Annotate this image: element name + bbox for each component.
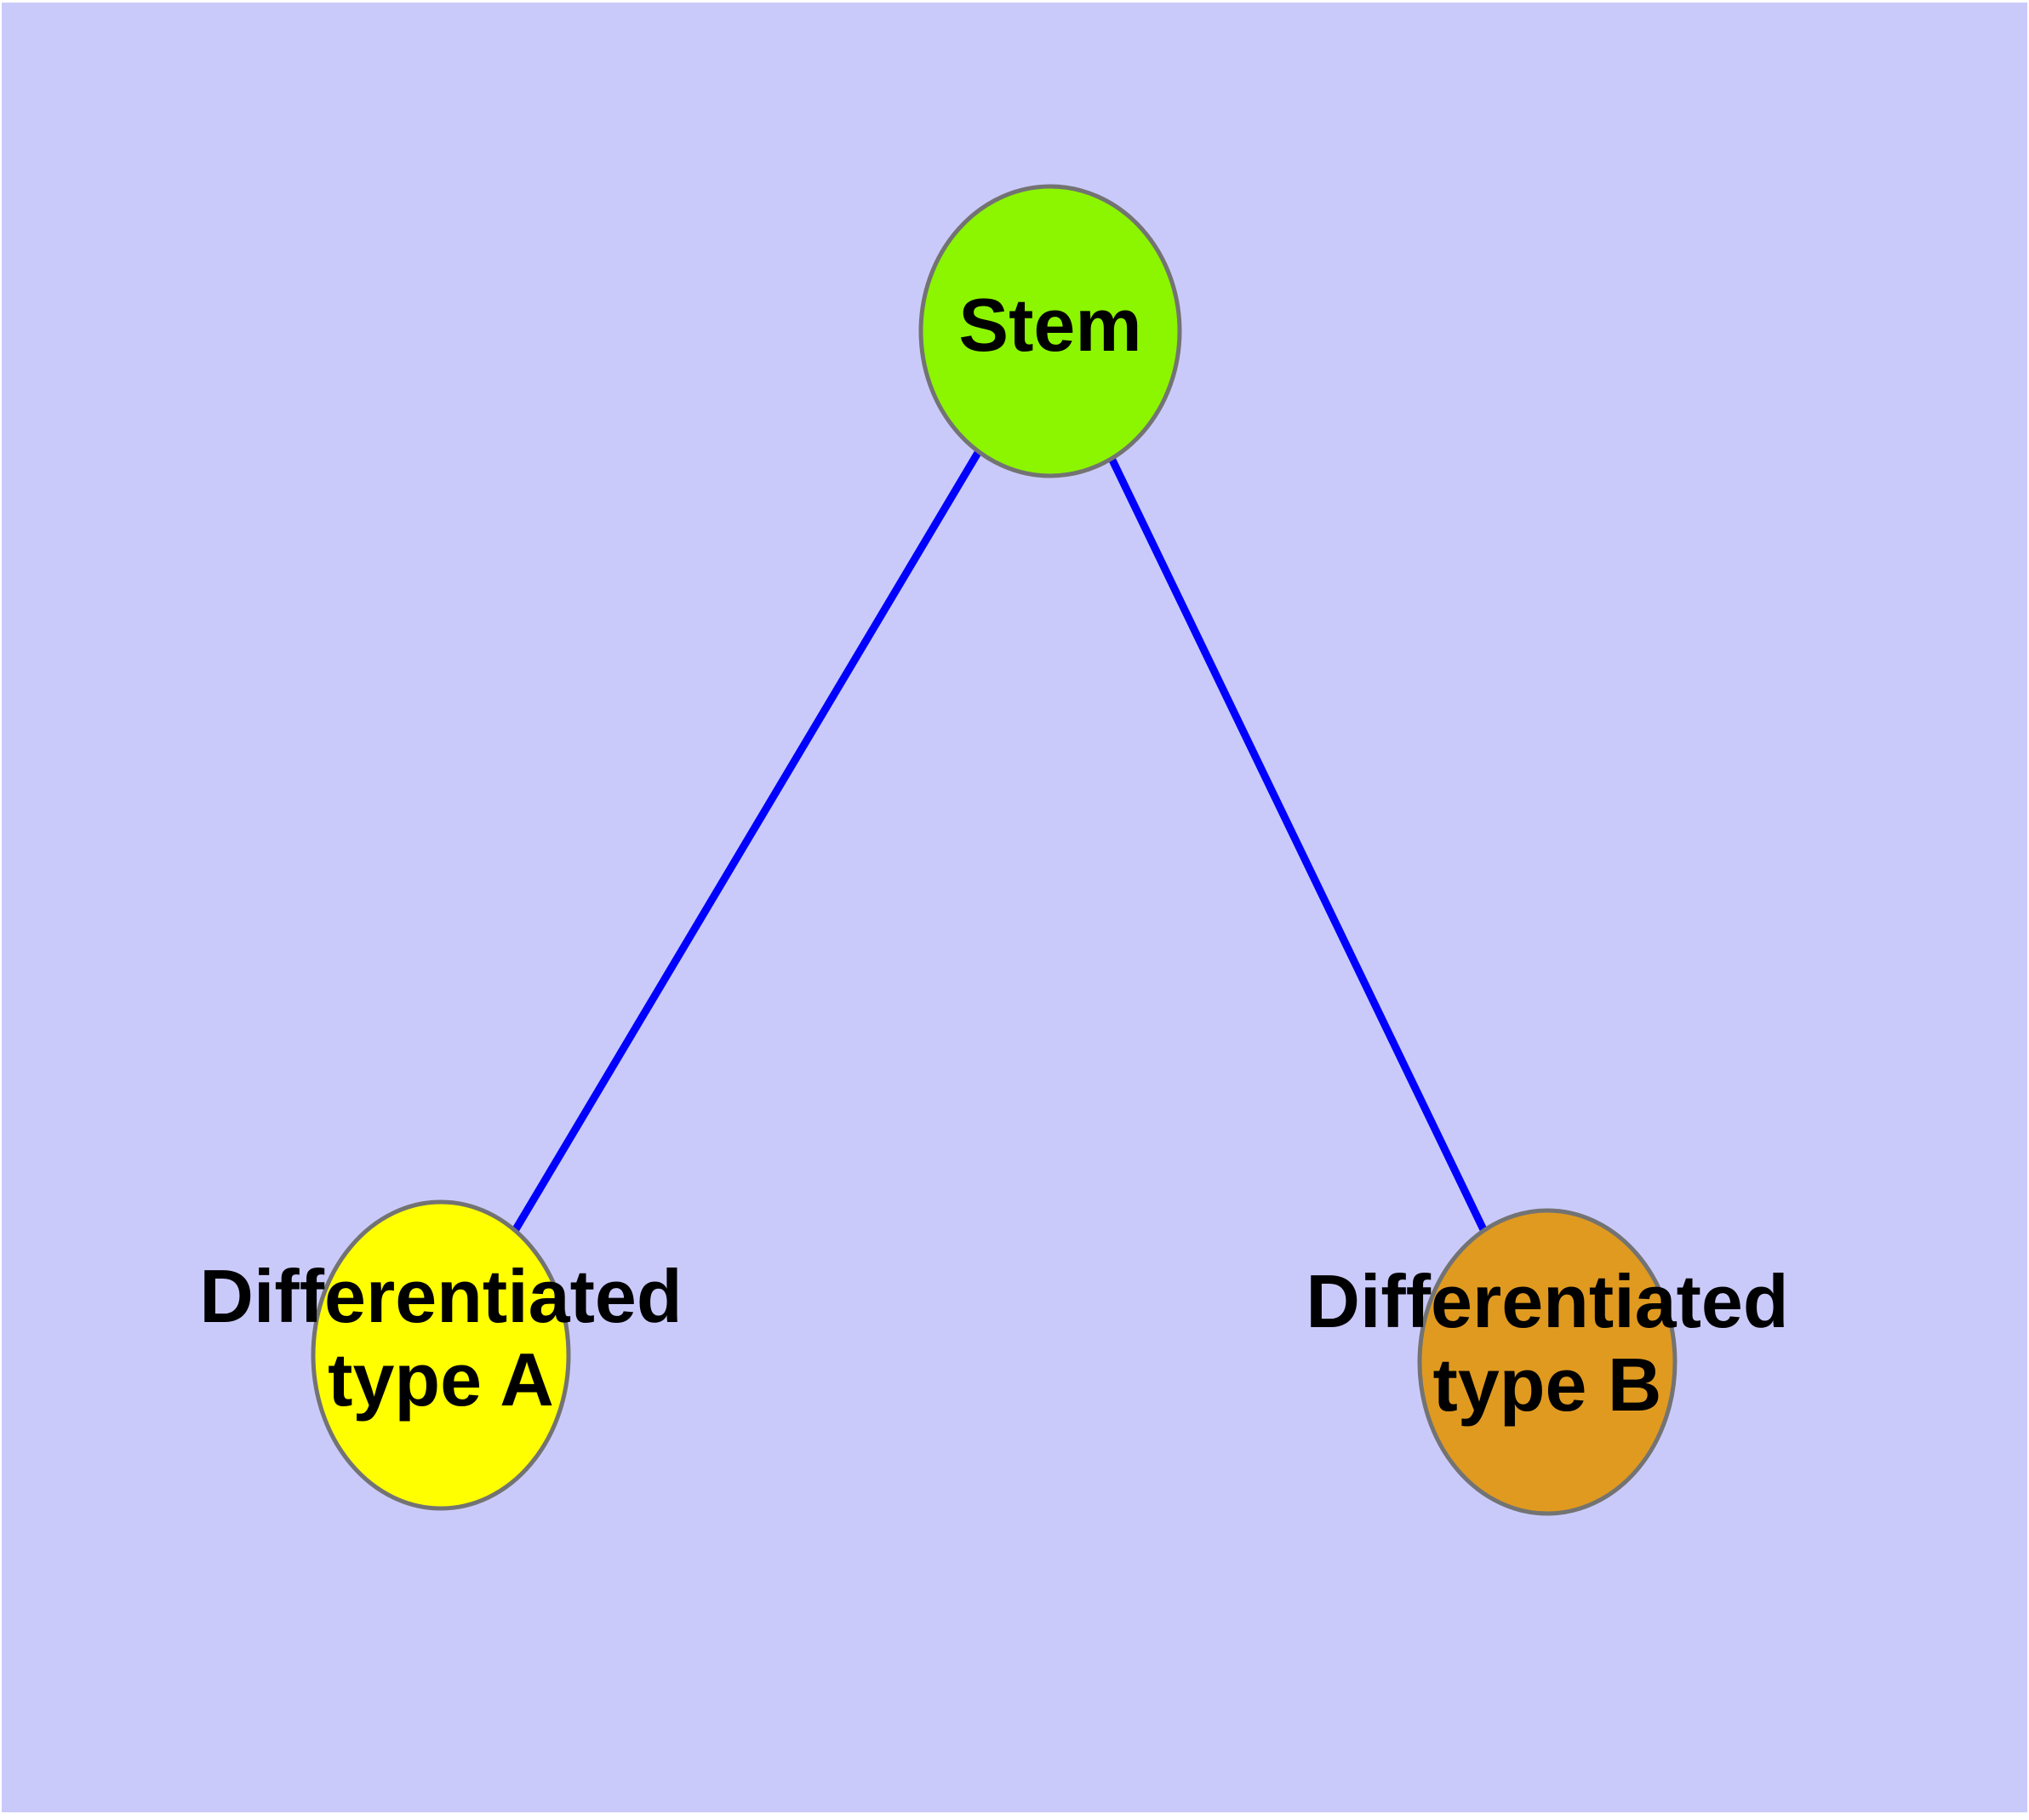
type-a-label-line-1: Differentiated	[199, 1254, 683, 1338]
edge-stem-to-type-b	[1046, 329, 1552, 1364]
type-b-node-shape	[1417, 1208, 1677, 1516]
stem-node-label: Stem	[958, 283, 1142, 367]
type-a-node-label: Differentiated type A	[199, 1255, 682, 1422]
type-b-node-label: Differentiated type B	[1306, 1260, 1788, 1427]
edge-stem-to-type-a	[437, 329, 1054, 1358]
type-b-label-line-2: type B	[1432, 1342, 1662, 1427]
stem-node-shape	[918, 184, 1182, 478]
type-a-label-line-2: type A	[328, 1337, 554, 1422]
type-a-node-shape	[311, 1199, 571, 1511]
type-b-label-line-1: Differentiated	[1306, 1259, 1789, 1343]
